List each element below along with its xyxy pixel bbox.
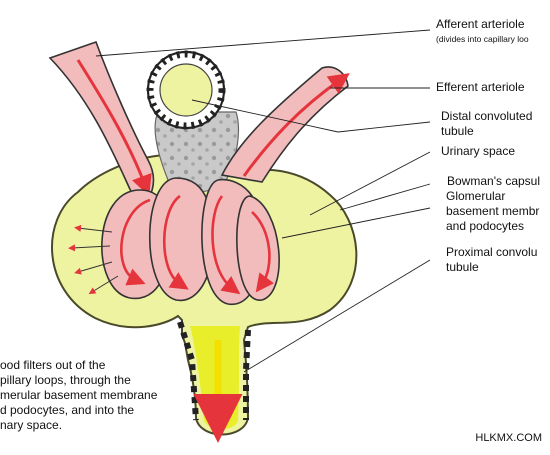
label-distal-tubule-2: tubule [441,124,474,138]
efferent-arteriole [220,66,349,183]
efferent-flow-arrow [242,73,350,177]
label-gbm-3: and podocytes [446,219,525,233]
label-gbm-2: basement membr [446,204,540,218]
afferent-flow-arrow [76,59,152,197]
label-afferent-note: (divides into capillary loo [436,34,529,44]
distal-tubule-lumen [159,63,213,117]
distal-tubule [146,50,226,130]
capillary-loops [101,177,280,305]
caption-line: nary space. [0,418,63,432]
label-proximal-tubule-2: tubule [446,260,479,274]
caption-line: pillary loops, through the [0,373,131,387]
capillary-flow-arrows [120,194,274,295]
label-efferent-arteriole: Efferent arteriole [436,80,525,94]
capillary-loop-2 [148,177,215,301]
filtration-caption: ood filters out of the pillary loops, th… [0,358,200,433]
caption-line: ood filters out of the [0,358,106,372]
proximal-tubule-wall-right [243,329,251,420]
label-bowmans-capsule: Bowman's capsul [447,174,540,188]
caption-line: merular basement membrane [0,388,158,402]
caption-line: d podocytes, and into the [0,403,135,417]
filtration-arrows [68,224,119,295]
label-proximal-tubule-1: Proximal convolu [446,245,538,259]
leader-lines [95,29,431,373]
label-gbm-1: Glomerular [446,189,506,203]
label-afferent-arteriole: Afferent arteriole [436,17,525,31]
label-urinary-space: Urinary space [441,144,516,158]
label-distal-tubule-1: Distal convoluted [441,109,533,123]
watermark: HLKMX.COM [475,432,542,444]
